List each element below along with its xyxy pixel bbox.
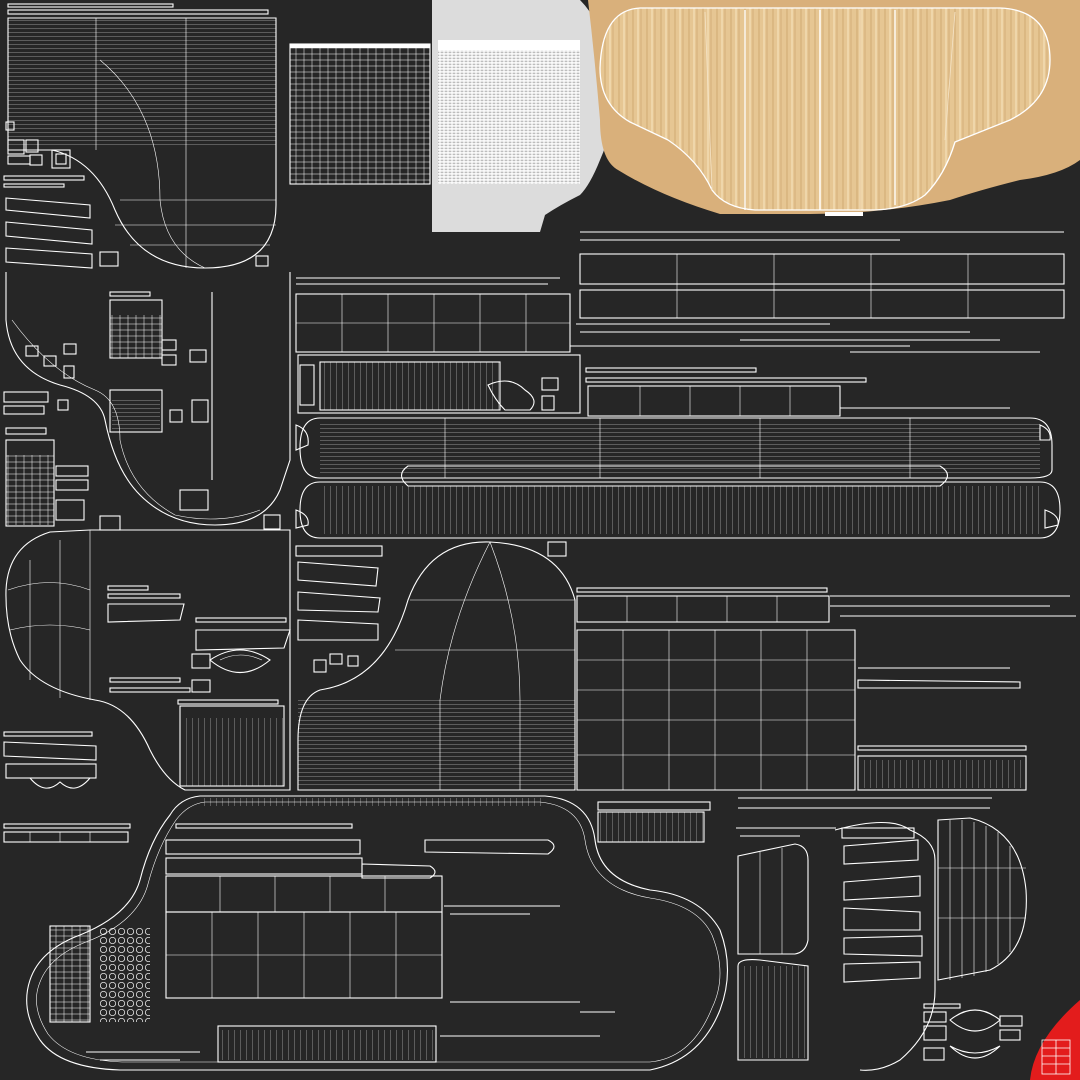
bottom-right-panels (737, 827, 923, 1061)
left-rim-section (5, 529, 291, 791)
parts-left-bottom (3, 731, 131, 843)
corner-logo-badge (1030, 1000, 1080, 1080)
piano-side-grid (576, 587, 1076, 791)
large-rim-island (26, 795, 729, 1071)
keyboard-bed (297, 354, 1010, 417)
side-rim (295, 417, 1061, 539)
dense-table-block (289, 43, 431, 185)
wood-lid-texture (588, 0, 1080, 216)
key-grid-panel (295, 277, 571, 353)
round-lid-island (834, 817, 1027, 1071)
bottom-centre-grid (597, 797, 992, 843)
piano-body-outline (297, 541, 576, 791)
lid-top-island (7, 3, 277, 269)
wedge-strips-centre (295, 541, 567, 673)
gray-swatch-block (432, 0, 615, 232)
small-parts-left-top (3, 121, 269, 269)
tiny-parts-left-middle (3, 343, 121, 531)
small-body-island (5, 272, 291, 530)
bottom-right-small-parts (923, 1003, 1023, 1061)
top-right-strips (570, 231, 1065, 353)
